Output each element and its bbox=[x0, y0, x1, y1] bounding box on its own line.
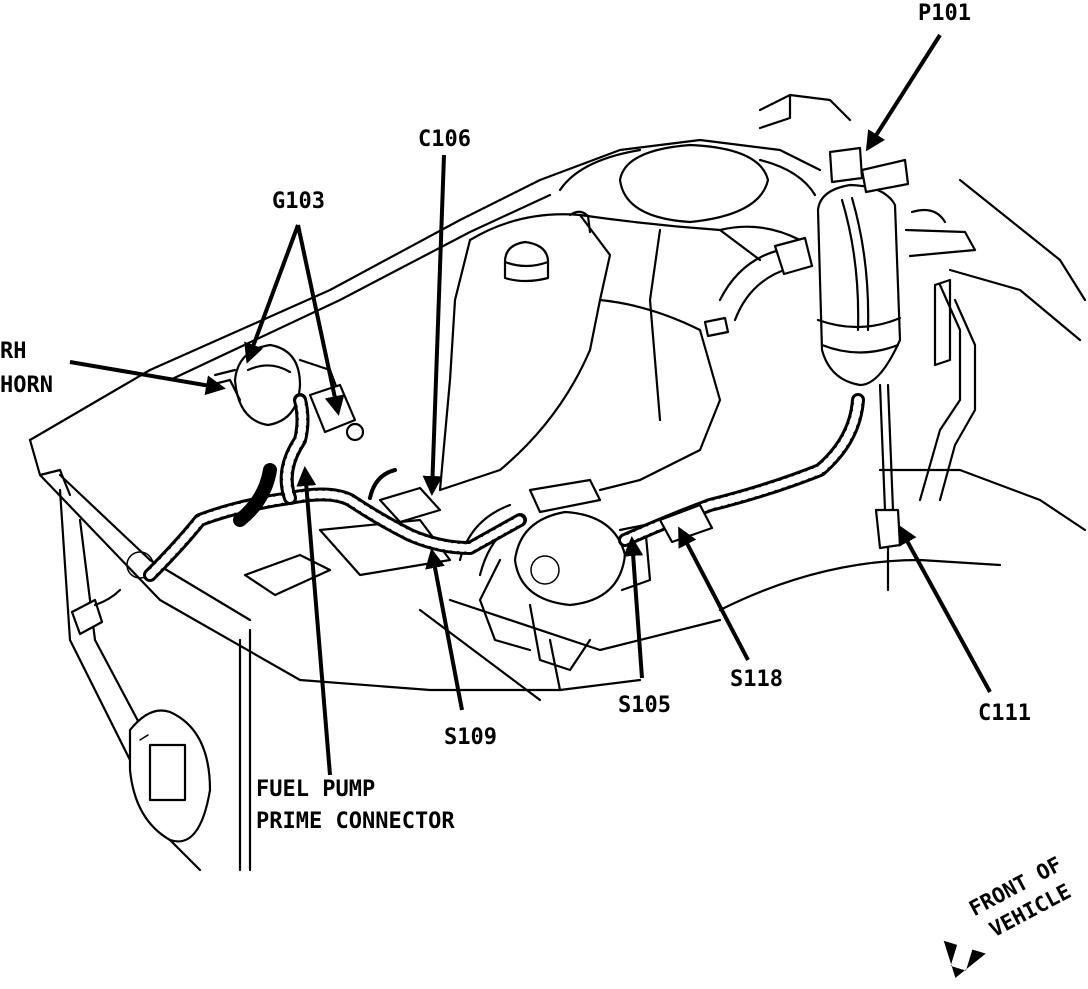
label-g103: G103 bbox=[272, 189, 325, 214]
label-c106: C106 bbox=[418, 127, 471, 152]
leader-g103-a bbox=[244, 224, 300, 364]
label-fuel-pump-2: PRIME CONNECTOR bbox=[256, 809, 455, 834]
leader-fuel-pump bbox=[296, 466, 332, 776]
front-arrow-icon bbox=[943, 940, 986, 978]
leader-s105 bbox=[623, 536, 644, 679]
leader-p101 bbox=[865, 33, 942, 152]
callout-labels: P101 C106 G103 RH HORN S109 S105 S118 C1… bbox=[0, 1, 1031, 834]
label-p101: P101 bbox=[918, 1, 971, 26]
leader-c106 bbox=[422, 154, 446, 496]
wiring-harness bbox=[143, 393, 865, 582]
label-rh-horn-2: HORN bbox=[0, 373, 53, 398]
label-s105: S105 bbox=[618, 693, 671, 718]
callout-leaders bbox=[69, 33, 992, 776]
leader-c111 bbox=[898, 524, 992, 693]
label-c111: C111 bbox=[978, 701, 1031, 726]
leader-s118 bbox=[678, 526, 750, 661]
leader-rh-horn bbox=[69, 360, 226, 396]
label-s118: S118 bbox=[730, 667, 783, 692]
leader-g103-b bbox=[296, 224, 345, 416]
label-fuel-pump-1: FUEL PUMP bbox=[256, 777, 375, 802]
leader-s109 bbox=[425, 548, 464, 711]
label-s109: S109 bbox=[444, 725, 497, 750]
vehicle-body-artwork bbox=[28, 93, 1087, 872]
front-of-vehicle-indicator: FRONT OF VEHICLE bbox=[943, 852, 1075, 978]
label-rh-horn-1: RH bbox=[0, 339, 27, 364]
